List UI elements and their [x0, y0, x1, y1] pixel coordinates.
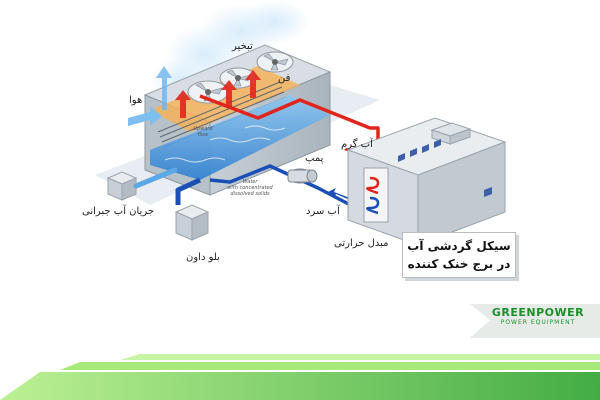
- label-makeup-water: جریان آب جبرانی: [82, 206, 155, 217]
- greenpower-logo: GREENPOWER POWER EQUIPMENT: [490, 306, 586, 332]
- label-cold-water: آب سرد: [306, 206, 340, 217]
- pump: [287, 168, 318, 184]
- note-upward-flow-line2: flow: [197, 132, 209, 138]
- note-water-line1: Water: [242, 179, 258, 185]
- note-water-solids: Water with concentrated dissolved solids: [222, 179, 278, 197]
- fan-right: [256, 51, 294, 73]
- green-stripes: [0, 304, 600, 400]
- logo-brand: GREENPOWER: [491, 306, 585, 319]
- cooling-tower: [143, 44, 332, 196]
- blowdown-pipe: [175, 177, 202, 205]
- diagram-title-line1: سیکل گردشی آب: [407, 239, 511, 253]
- makeup-water-box: [106, 171, 138, 201]
- logo-tagline: POWER EQUIPMENT: [500, 319, 576, 326]
- note-upward-flow: Upward flow: [188, 126, 218, 138]
- blowdown-box: [174, 204, 210, 241]
- label-pump: پمپ: [305, 153, 324, 164]
- building: [346, 117, 507, 246]
- label-fan: فن: [278, 73, 291, 84]
- label-blowdown: بلو داون: [186, 252, 220, 263]
- makeup-water-pipe: [133, 167, 178, 189]
- cold-flow-arrow: [328, 188, 350, 200]
- label-evaporation: تبخیر: [232, 41, 253, 52]
- diagram-title-box: سیکل گردشی آب در برج خنک کننده: [402, 232, 516, 278]
- label-hot-water: آب گرم: [341, 139, 373, 150]
- label-heat-exchanger: مبدل حرارتی: [334, 238, 389, 249]
- air-inlet-arrow: [128, 106, 162, 126]
- diagram-title-line2: در برج خنک کننده: [407, 257, 511, 271]
- note-water-line3: dissolved solids: [230, 191, 270, 197]
- hot-water-pipe: [199, 94, 380, 175]
- fan-left: [187, 80, 229, 104]
- note-water-line2: with concentrated: [227, 185, 273, 191]
- label-air: هوا: [129, 95, 143, 106]
- upward-air-arrows: [156, 66, 261, 118]
- note-upward-flow-line1: Upward: [193, 126, 213, 132]
- heat-exchanger-coil: [366, 176, 380, 215]
